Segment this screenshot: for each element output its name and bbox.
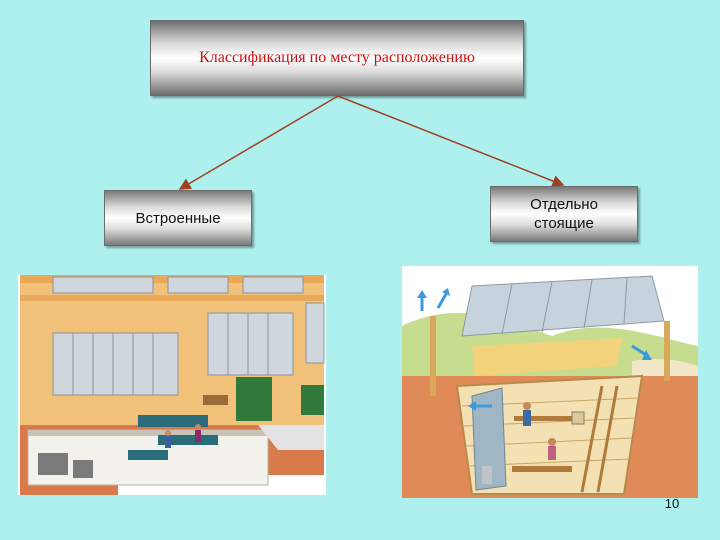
category-built-in-box: Встроенные [104,190,252,246]
classification-title: Классификация по месту расположению [199,49,475,66]
category-standalone-label: Отдельно стоящие [530,196,598,232]
arrow-to-built-in [178,95,339,190]
standalone-storage-illustration [402,266,698,498]
category-built-in-label: Встроенные [135,209,221,227]
classification-title-box: Классификация по месту расположению [150,20,524,96]
built-in-storage-illustration [18,275,326,495]
category-standalone-box: Отдельно стоящие [490,186,638,242]
page-number: 10 [664,496,680,511]
arrow-to-standalone [337,95,565,187]
